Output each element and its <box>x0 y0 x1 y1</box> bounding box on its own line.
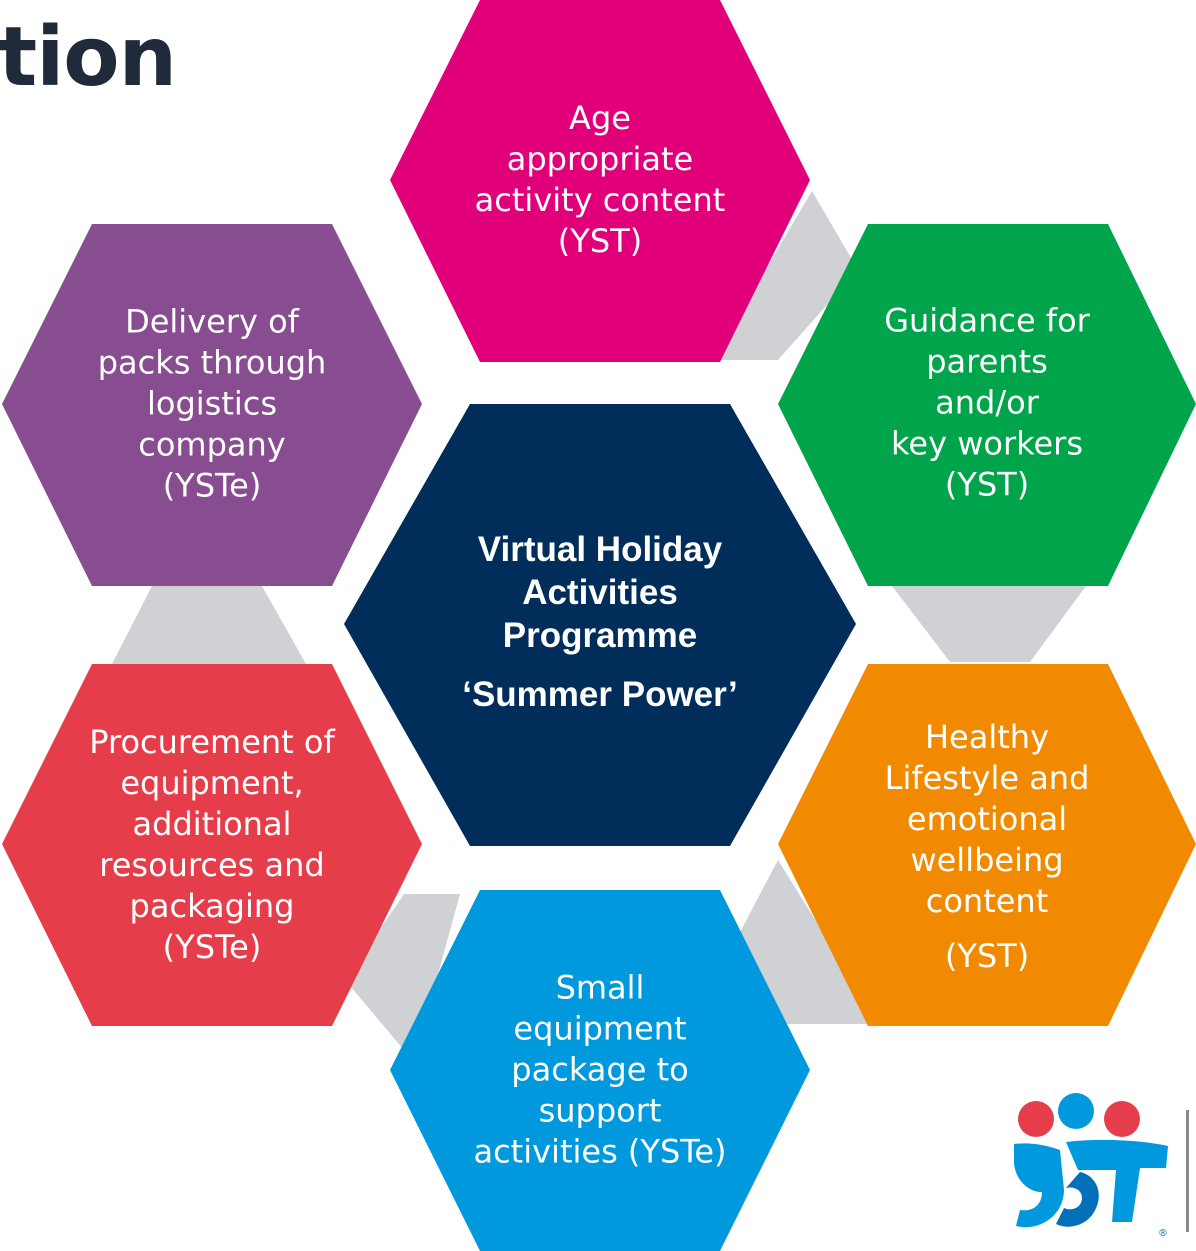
hexagon-top-left <box>2 224 422 586</box>
hexagon-bottom-right <box>778 664 1196 1026</box>
center-subtitle: ‘Summer Power’ <box>462 675 738 714</box>
hexagon-bottom-label: Small equipment package to support activ… <box>473 968 727 1171</box>
yst-logo-icon: ® <box>1014 1093 1189 1239</box>
svg-text:®: ® <box>1158 1228 1168 1239</box>
connector-top-topright <box>712 191 858 360</box>
hexagon-top-label: Age appropriate activity content (YST) <box>474 99 726 260</box>
connector-topright-bottomright <box>892 586 1086 662</box>
hexagon-top-right-label: Guidance for parents and/or key workers … <box>884 301 1090 504</box>
hexagon-top <box>390 0 810 362</box>
connector-bottomright-bottom <box>738 860 880 1024</box>
hexagon-top-left-label: Delivery of packs through logistics comp… <box>97 302 327 505</box>
page-title: tion <box>0 10 177 105</box>
hexagon-bottom-left <box>2 664 422 1026</box>
hexagon-bottom-right-label: Healthy Lifestyle and emotional wellbein… <box>885 676 1090 1018</box>
center-title: Virtual Holiday Activities Programme <box>477 530 723 655</box>
hexagon-center <box>344 404 856 846</box>
hexagon-top-right <box>778 224 1196 586</box>
hexagon-bottom-left-label: Procurement of equipment, additional res… <box>89 723 335 966</box>
hexagon-bottom <box>390 890 810 1251</box>
center-label: Virtual Holiday Activities Programme ‘Su… <box>435 528 765 716</box>
hexagon-bottom-right-suffix: (YST) <box>944 937 1030 975</box>
connector-bottom-bottomleft <box>345 894 460 1062</box>
connector-bottomleft-topleft <box>112 586 306 664</box>
hexagon-bottom-right-text: Healthy Lifestyle and emotional wellbein… <box>884 718 1090 920</box>
